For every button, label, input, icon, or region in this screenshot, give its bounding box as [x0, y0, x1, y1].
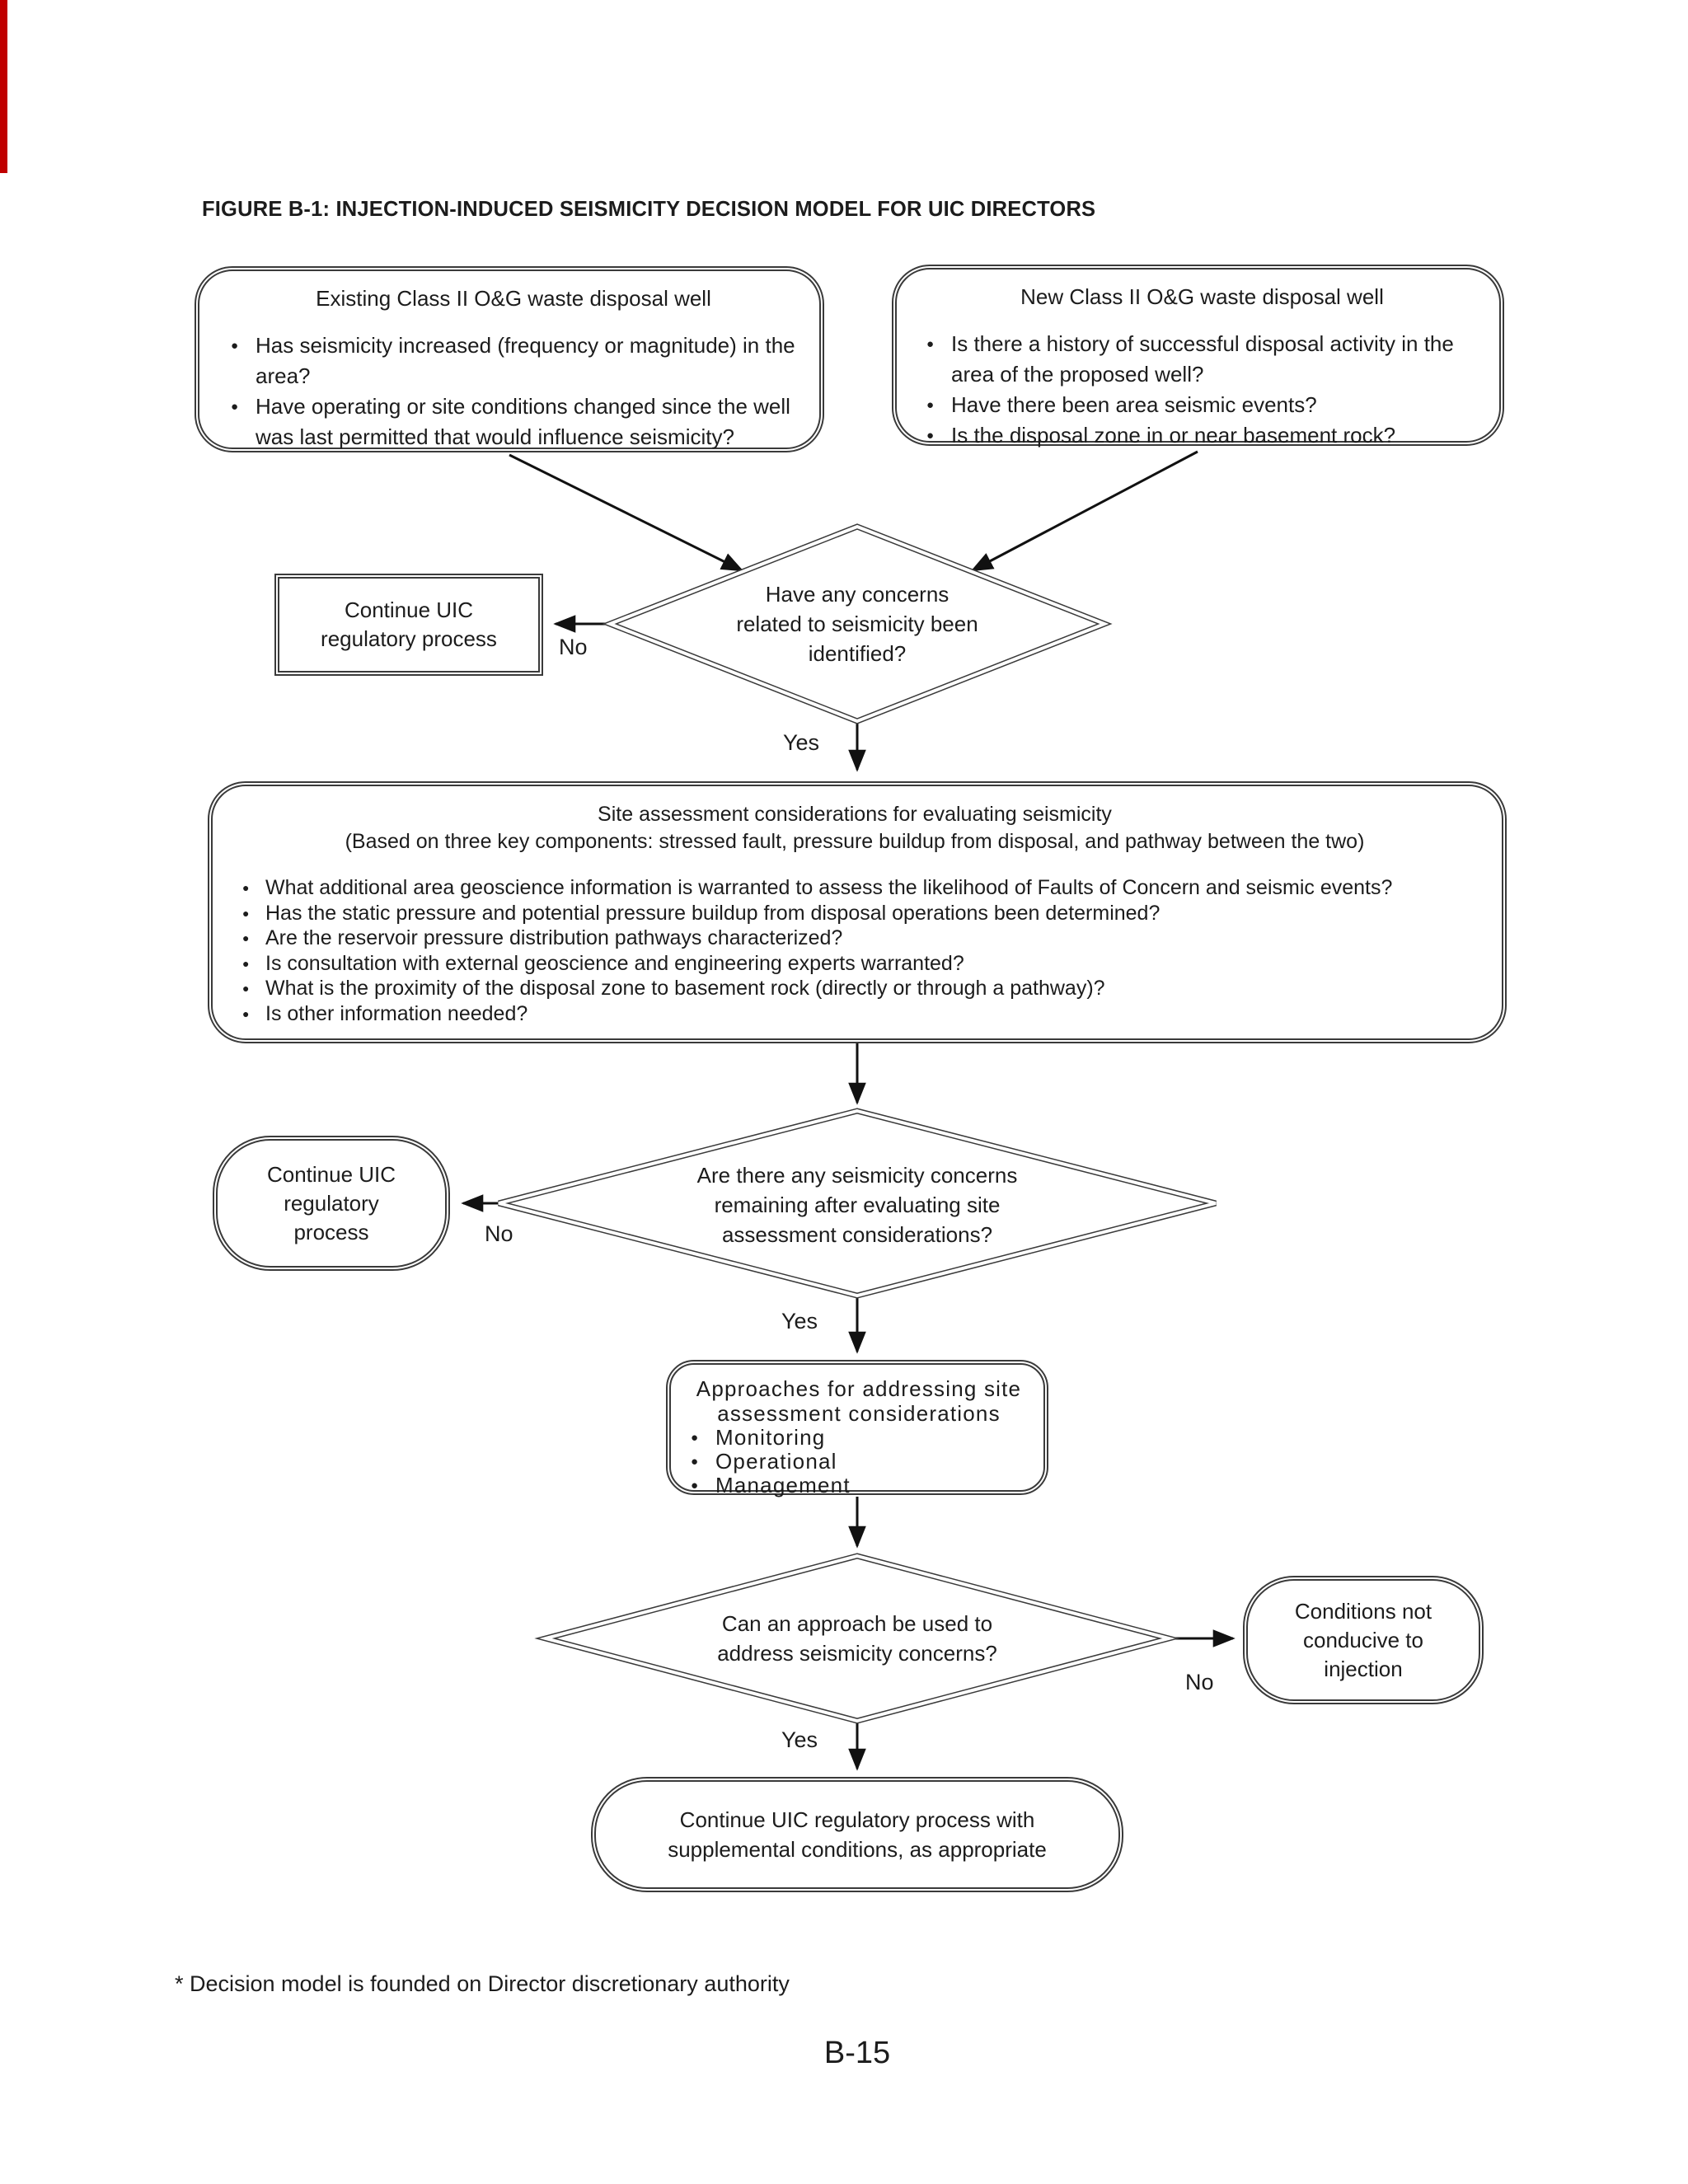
bullet-dot-icon: ● — [691, 1431, 700, 1445]
bullet-item: ● Are the reservoir pressure distributio… — [241, 926, 1469, 951]
red-accent-bar — [0, 0, 7, 173]
edge-label-no-1: No — [559, 635, 588, 659]
bullet-item: ● What is the proximity of the disposal … — [241, 976, 1469, 1001]
bullet-dot-icon: ● — [691, 1455, 700, 1469]
edge-new-to-decision1 — [970, 450, 1198, 572]
bullet-dot-icon: ● — [231, 400, 239, 414]
bullet-text: Have there been area seismic events? — [951, 392, 1317, 417]
bullet-item: ● Have there been area seismic events? — [925, 390, 1479, 420]
bullet-dot-icon: ● — [926, 337, 935, 351]
node-title: Site assessment considerations for evalu… — [598, 803, 1112, 826]
node-title: Existing Class II O&G waste disposal wel… — [316, 286, 711, 311]
bullet-item: ● Has the static pressure and potential … — [241, 901, 1469, 926]
node-text: Continue UIC regulatory process — [266, 1161, 396, 1244]
bullet-text: Is the disposal zone in or near basement… — [951, 423, 1396, 448]
bullet-dot-icon: ● — [242, 906, 250, 920]
node-continue-uic-process-2: Continue UIC regulatory process — [213, 1136, 450, 1271]
node-text: Continue UIC regulatory process with sup… — [668, 1807, 1047, 1862]
bullet-text: Management — [715, 1473, 851, 1497]
edge-label-no-3: No — [1185, 1670, 1214, 1694]
bullet-text: Is there a history of successful disposa… — [951, 331, 1454, 387]
bullet-text: Has seismicity increased (frequency or m… — [256, 333, 795, 388]
bullet-item: ● Is other information needed? — [241, 1001, 1469, 1027]
node-approaches: Approaches for addressing site assessmen… — [666, 1360, 1048, 1497]
node-text: Continue UIC regulatory process — [321, 598, 497, 651]
decision-concerns-identified: Have any concerns related to seismicity … — [736, 582, 978, 666]
edge-existing-to-decision1 — [509, 453, 744, 572]
node-title: Approaches for addressing site assessmen… — [696, 1376, 1022, 1426]
bullet-item: ● Is consultation with external geoscien… — [241, 951, 1469, 977]
bullet-dot-icon: ● — [242, 931, 250, 944]
decision-diamond-2 — [498, 1108, 1217, 1299]
bullet-text: Is consultation with external geoscience… — [265, 951, 964, 975]
node-continue-with-supplemental-conditions: Continue UIC regulatory process with sup… — [591, 1777, 1123, 1892]
edge-label-no-2: No — [485, 1221, 513, 1246]
page-number: B-15 — [823, 2036, 891, 2070]
bullet-item: ● What additional area geoscience inform… — [241, 875, 1469, 901]
bullet-list: ● Has seismicity increased (frequency or… — [229, 330, 798, 452]
node-subtitle: (Based on three key components: stressed… — [345, 830, 1365, 853]
bullet-dot-icon: ● — [926, 429, 935, 443]
edge-label-yes-1: Yes — [783, 730, 820, 755]
node-title: New Class II O&G waste disposal well — [1020, 284, 1384, 309]
bullet-item: ● Is there a history of successful dispo… — [925, 329, 1479, 390]
footnote: * Decision model is founded on Director … — [175, 1971, 790, 1996]
bullet-dot-icon: ● — [242, 982, 250, 995]
bullet-dot-icon: ● — [691, 1479, 700, 1493]
node-new-well: New Class II O&G waste disposal well ● I… — [892, 265, 1504, 448]
bullet-text: What is the proximity of the disposal zo… — [265, 977, 1105, 1000]
decision-diamond-3 — [534, 1553, 1180, 1724]
figure-title: FIGURE B-1: INJECTION-INDUCED SEISMICITY… — [202, 198, 1096, 221]
bullet-text: Have operating or site conditions change… — [256, 394, 790, 449]
bullet-text: Operational — [715, 1449, 837, 1474]
bullet-list: ● What additional area geoscience inform… — [241, 875, 1469, 1026]
bullet-dot-icon: ● — [926, 398, 935, 412]
node-conditions-not-conducive: Conditions not conducive to injection — [1243, 1576, 1484, 1704]
edge-label-yes-2: Yes — [781, 1309, 818, 1333]
bullet-text: Has the static pressure and potential pr… — [265, 901, 1160, 925]
bullet-dot-icon: ● — [242, 881, 250, 894]
bullet-item: ● Monitoring — [689, 1426, 1029, 1450]
bullet-dot-icon: ● — [242, 1006, 250, 1020]
bullet-list: ● Monitoring ● Operational ● Management — [689, 1426, 1029, 1497]
bullet-item: ● Is the disposal zone in or near baseme… — [925, 420, 1479, 451]
node-text: Conditions not conducive to injection — [1294, 1598, 1432, 1681]
node-continue-uic-process-1: Continue UIC regulatory process — [274, 574, 543, 676]
node-site-assessment: Site assessment considerations for evalu… — [208, 781, 1507, 1043]
bullet-list: ● Is there a history of successful dispo… — [925, 329, 1479, 451]
edge-label-yes-3: Yes — [781, 1727, 818, 1752]
bullet-dot-icon: ● — [242, 956, 250, 970]
bullet-text: Monitoring — [715, 1425, 826, 1450]
decision-concerns-remaining: Are there any seismicity concerns remain… — [696, 1163, 1018, 1247]
decision-approach-usable: Can an approach be used to address seism… — [717, 1611, 997, 1666]
decision-diamond-1 — [602, 523, 1113, 724]
bullet-item: ● Management — [689, 1474, 1029, 1497]
node-existing-well: Existing Class II O&G waste disposal wel… — [195, 266, 824, 452]
bullet-dot-icon: ● — [231, 339, 239, 353]
bullet-text: Are the reservoir pressure distribution … — [265, 926, 843, 949]
bullet-text: Is other information needed? — [265, 1001, 528, 1025]
bullet-item: ● Operational — [689, 1450, 1029, 1474]
bullet-text: What additional area geoscience informat… — [265, 876, 1393, 899]
bullet-item: ● Have operating or site conditions chan… — [229, 391, 798, 452]
bullet-item: ● Has seismicity increased (frequency or… — [229, 330, 798, 391]
